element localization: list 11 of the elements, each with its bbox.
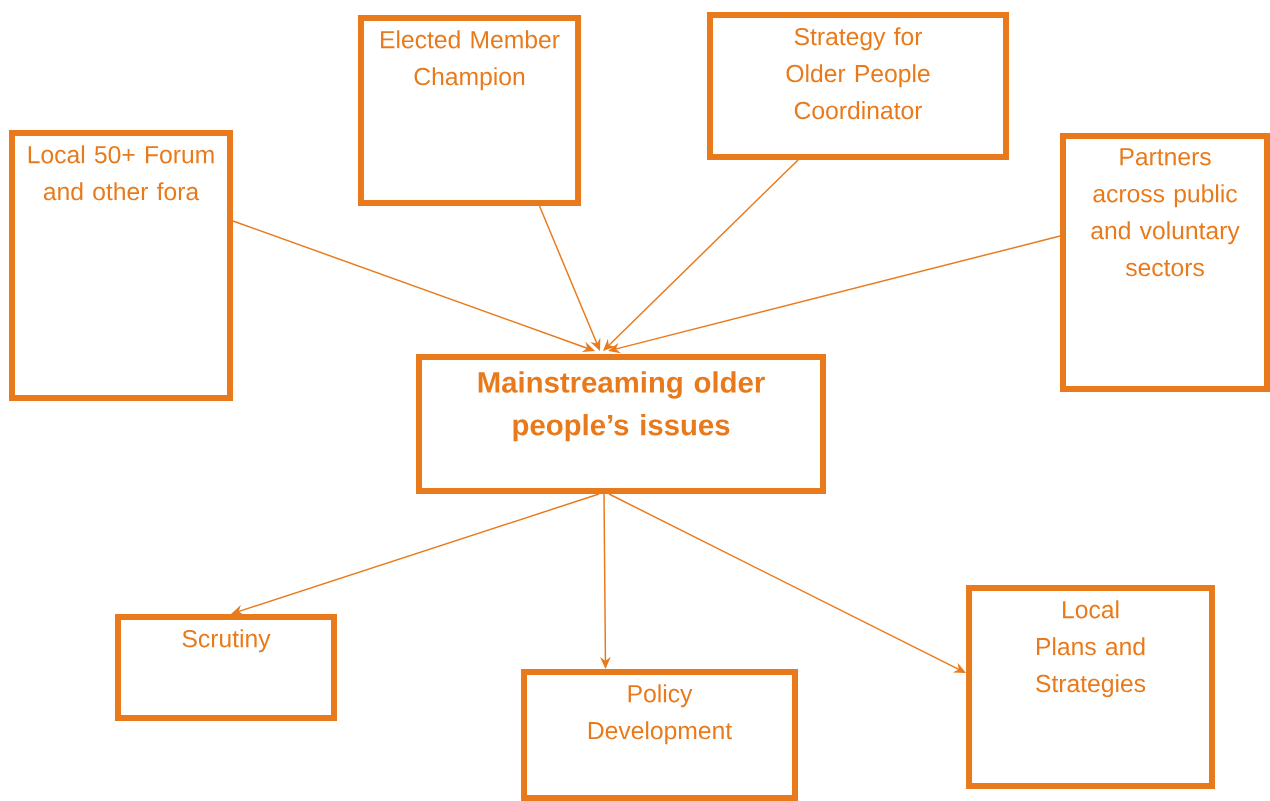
text-box: Policy Development xyxy=(521,669,798,801)
text-box: Elected Member Champion xyxy=(358,14,582,207)
text-box: Local Plans and Strategies xyxy=(966,585,1215,789)
arrow xyxy=(603,159,799,351)
text-box: Scrutiny xyxy=(115,614,337,722)
arrow xyxy=(538,205,601,351)
arrow xyxy=(232,220,595,352)
text-box: Mainstreaming older people’s issues xyxy=(416,354,826,494)
text-box: Local 50+ Forum and other fora xyxy=(9,129,233,402)
text-box: Strategy for Older People Coordinator xyxy=(707,12,1009,160)
text-box: Partners across public and voluntary sectors xyxy=(1060,132,1270,393)
